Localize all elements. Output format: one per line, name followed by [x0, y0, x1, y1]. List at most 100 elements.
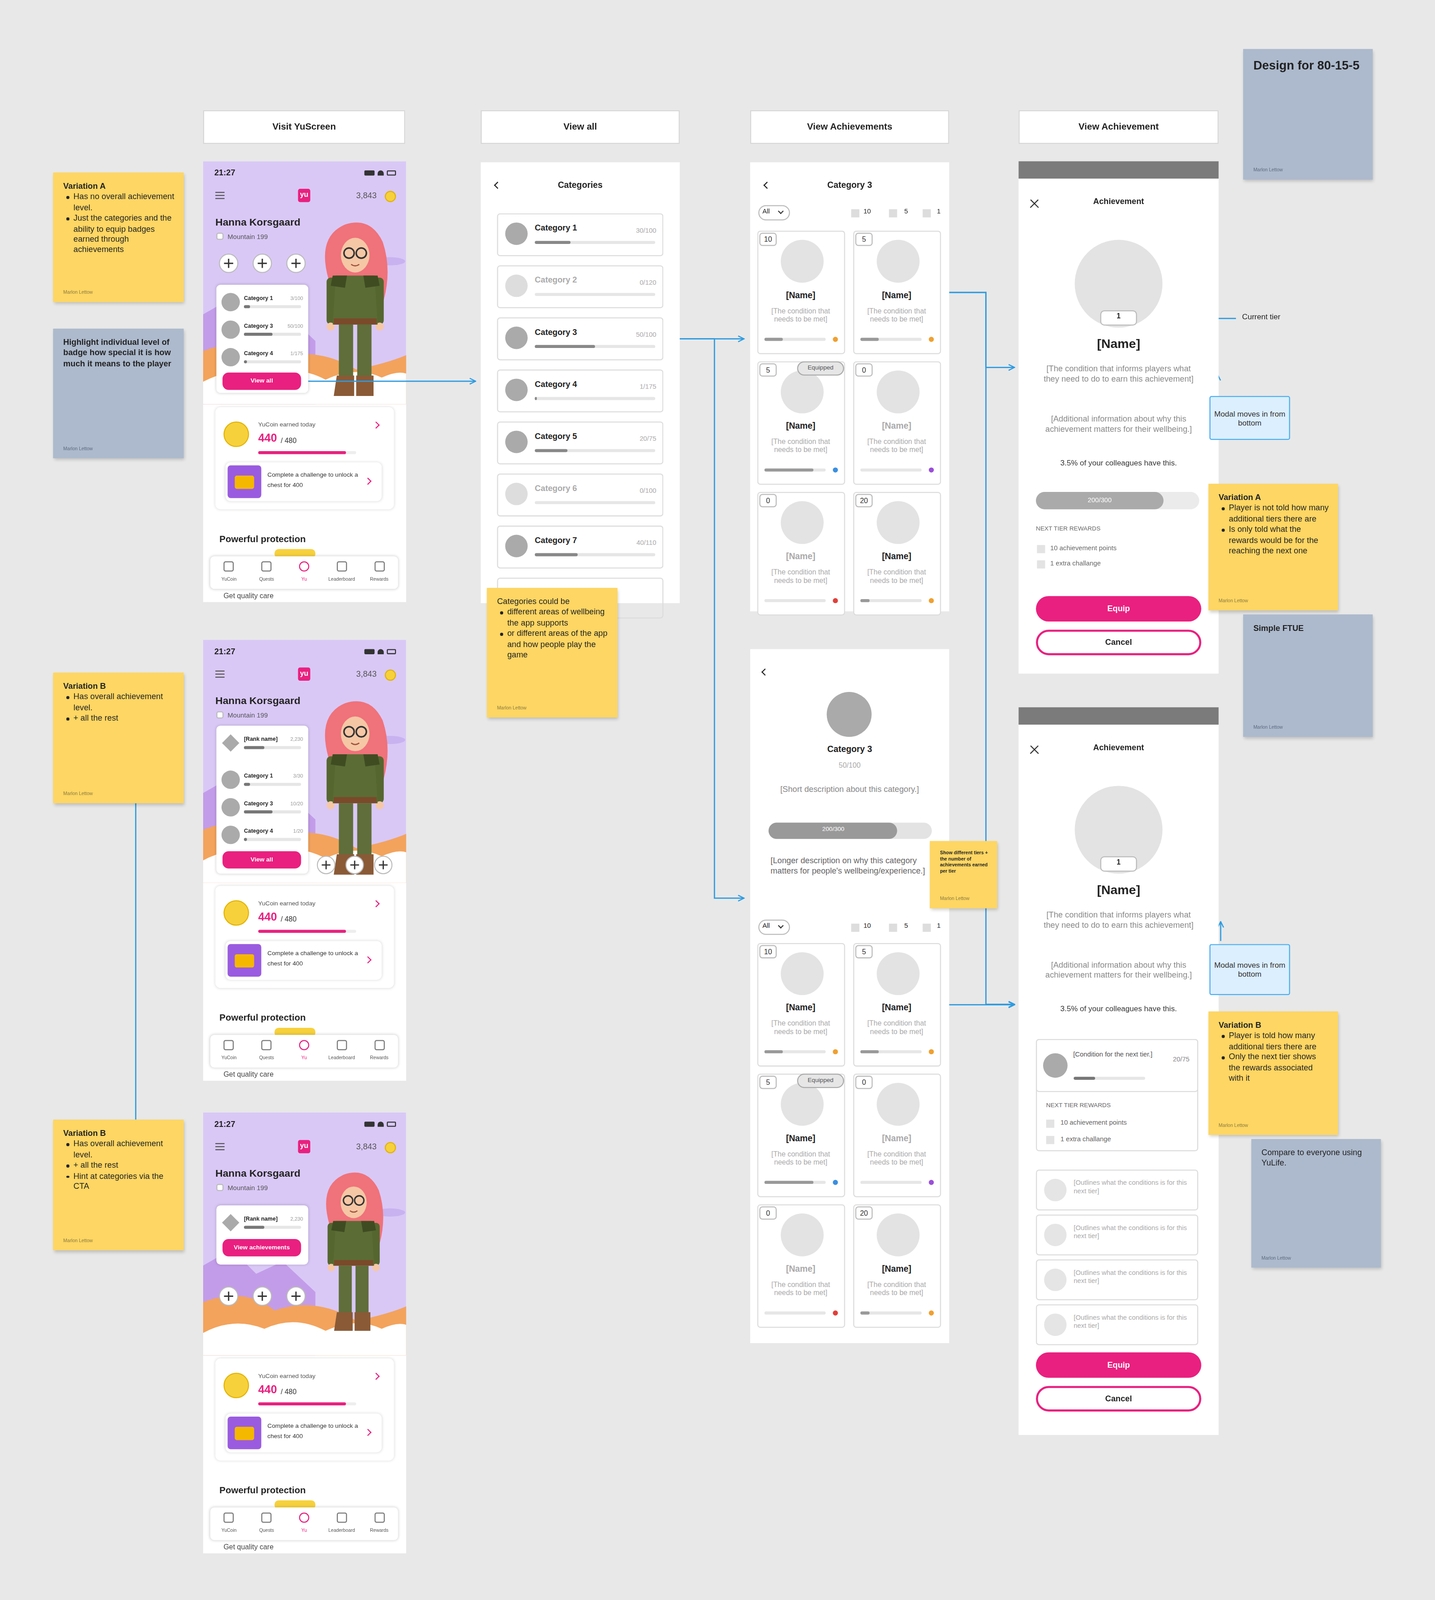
ui-shape	[215, 1143, 225, 1145]
category-screen: Category 350/100[Short description about…	[750, 649, 950, 1344]
node-text: 0	[855, 365, 873, 375]
author-name: Marlon Lettow	[63, 1237, 93, 1244]
node-text: 10 achievement points	[1060, 1118, 1127, 1127]
ui-shape	[1046, 1119, 1055, 1128]
node-text: 1 extra challange	[1060, 1134, 1112, 1144]
node-text: Yu	[285, 576, 323, 583]
node-text: 20/75	[1156, 1054, 1190, 1063]
coin-card: YuCoin earned today440/ 480Complete a ch…	[215, 1358, 394, 1461]
note-line: Variation B	[63, 1128, 175, 1140]
ui-shape	[534, 396, 656, 401]
sticky-note: Variation BHas overall achievement level…	[52, 672, 184, 804]
sticky-note: Highlight individual level of badge how …	[52, 328, 184, 459]
bullet-dot	[1221, 1056, 1225, 1060]
achievement-modal: Achievement1[Name][The condition that in…	[1018, 707, 1219, 1435]
next-tier-card: [Condition for the next tier.]20/75	[1035, 1038, 1198, 1092]
ui-shape	[377, 649, 384, 655]
ui-shape	[876, 500, 920, 544]
bullet-dot	[1221, 1035, 1225, 1039]
ui-shape	[215, 1149, 225, 1151]
ui-shape	[876, 952, 920, 996]
author-name: Marlon Lettow	[63, 790, 93, 797]
ui-shape	[826, 691, 872, 737]
note-line: Marlon Lettow	[1218, 597, 1249, 604]
avatar-figure	[325, 222, 388, 1331]
node-text: 20	[855, 496, 873, 505]
node-text: Leaderboard	[322, 1055, 361, 1062]
note-text: Compare to everyone using YuLife.	[1261, 1148, 1372, 1170]
ui-shape	[336, 1039, 348, 1051]
ui-shape	[364, 170, 375, 176]
node-text: 30/100	[600, 226, 657, 235]
ui-shape	[221, 347, 240, 367]
ui-shape	[372, 421, 380, 429]
node-text: [The condition that needs to be met]	[763, 1280, 838, 1298]
callout-box: Modal moves in from bottom	[1209, 395, 1291, 440]
achievement-card: 5[Name][The condition that needs to be m…	[853, 230, 942, 354]
node-text: 1/175	[274, 350, 304, 357]
node-text: Category 1	[243, 295, 274, 302]
ui-shape	[243, 782, 301, 787]
category-row: Category 520/75	[496, 421, 664, 465]
ui-shape	[215, 1146, 225, 1148]
ui-shape	[221, 770, 240, 789]
ui-shape	[243, 838, 301, 842]
ui-shape	[223, 1372, 249, 1399]
note-line: Show different tiers + the number of ach…	[939, 850, 988, 875]
node-text: [Additional information about why this a…	[1039, 960, 1199, 981]
note-line: Hint at categories via the CTA	[73, 1171, 175, 1193]
note-text: Only the next tier shows the rewards ass…	[1228, 1052, 1329, 1085]
callout-box: Modal moves in from bottom	[1209, 943, 1291, 996]
node-text: Modal moves in from bottom	[1213, 408, 1287, 428]
note-text: Variation B	[63, 681, 175, 693]
flow-arrow	[940, 1004, 1015, 1006]
node-text: [Name]	[854, 1002, 940, 1013]
ui-shape	[384, 1142, 396, 1154]
note-line: Marlon Lettow	[63, 445, 93, 452]
node-text: 3,843	[356, 669, 377, 680]
note-line: different areas of wellbeing the app sup…	[507, 607, 609, 629]
node-text: 50/100	[600, 330, 657, 339]
ui-shape	[832, 1049, 838, 1055]
ui-shape	[223, 1039, 235, 1051]
node-text: 5	[759, 365, 777, 375]
note-line: or different areas of the app and how pe…	[507, 628, 609, 661]
node-text: 21:27	[214, 647, 236, 657]
ui-shape	[780, 1213, 824, 1257]
node-text: Equipped	[797, 363, 845, 371]
achievement-card: 5Equipped[Name][The condition that needs…	[757, 1073, 846, 1197]
note-text: Has overall achievement level.	[73, 1139, 175, 1161]
node-text: Complete a challenge to unlock a chest f…	[267, 947, 361, 969]
ui-shape	[832, 598, 838, 604]
note-line: Variation B	[1218, 1020, 1329, 1032]
ui-shape	[216, 1183, 224, 1192]
node-text: 440	[258, 1382, 278, 1397]
ui-shape	[364, 477, 372, 485]
node-text: Get quality care	[223, 1070, 274, 1079]
bullet-dot	[1221, 528, 1225, 532]
node-text: [The condition that needs to be met]	[763, 307, 838, 325]
node-text: 1	[1100, 857, 1137, 867]
node-text: 3,843	[356, 1142, 377, 1153]
note-line: Marlon Lettow	[63, 790, 93, 797]
author-name: Marlon Lettow	[63, 289, 93, 296]
node-text: 50/100	[750, 761, 950, 770]
ui-shape	[493, 181, 501, 189]
ui-shape	[764, 468, 814, 472]
sticky-note: Variation AHas no overall achievement le…	[52, 172, 184, 303]
ui-shape	[778, 208, 784, 215]
node-text: [Name]	[854, 1263, 940, 1275]
note-line: Only the next tier shows the rewards ass…	[1228, 1052, 1329, 1085]
ui-shape	[372, 900, 380, 908]
node-text: Category 4	[243, 827, 274, 835]
node-text: Leaderboard	[322, 1527, 361, 1534]
ui-shape	[387, 170, 396, 176]
ui-shape	[299, 561, 310, 572]
ui-shape	[372, 1372, 380, 1380]
category-row: Category 350/100	[496, 317, 664, 361]
category-row: Category 740/110	[496, 525, 664, 569]
note-line: Just the categories and the ability to e…	[73, 213, 175, 257]
node-text: Mountain 199	[227, 232, 269, 241]
achievement-card: 20[Name][The condition that needs to be …	[853, 1204, 942, 1328]
